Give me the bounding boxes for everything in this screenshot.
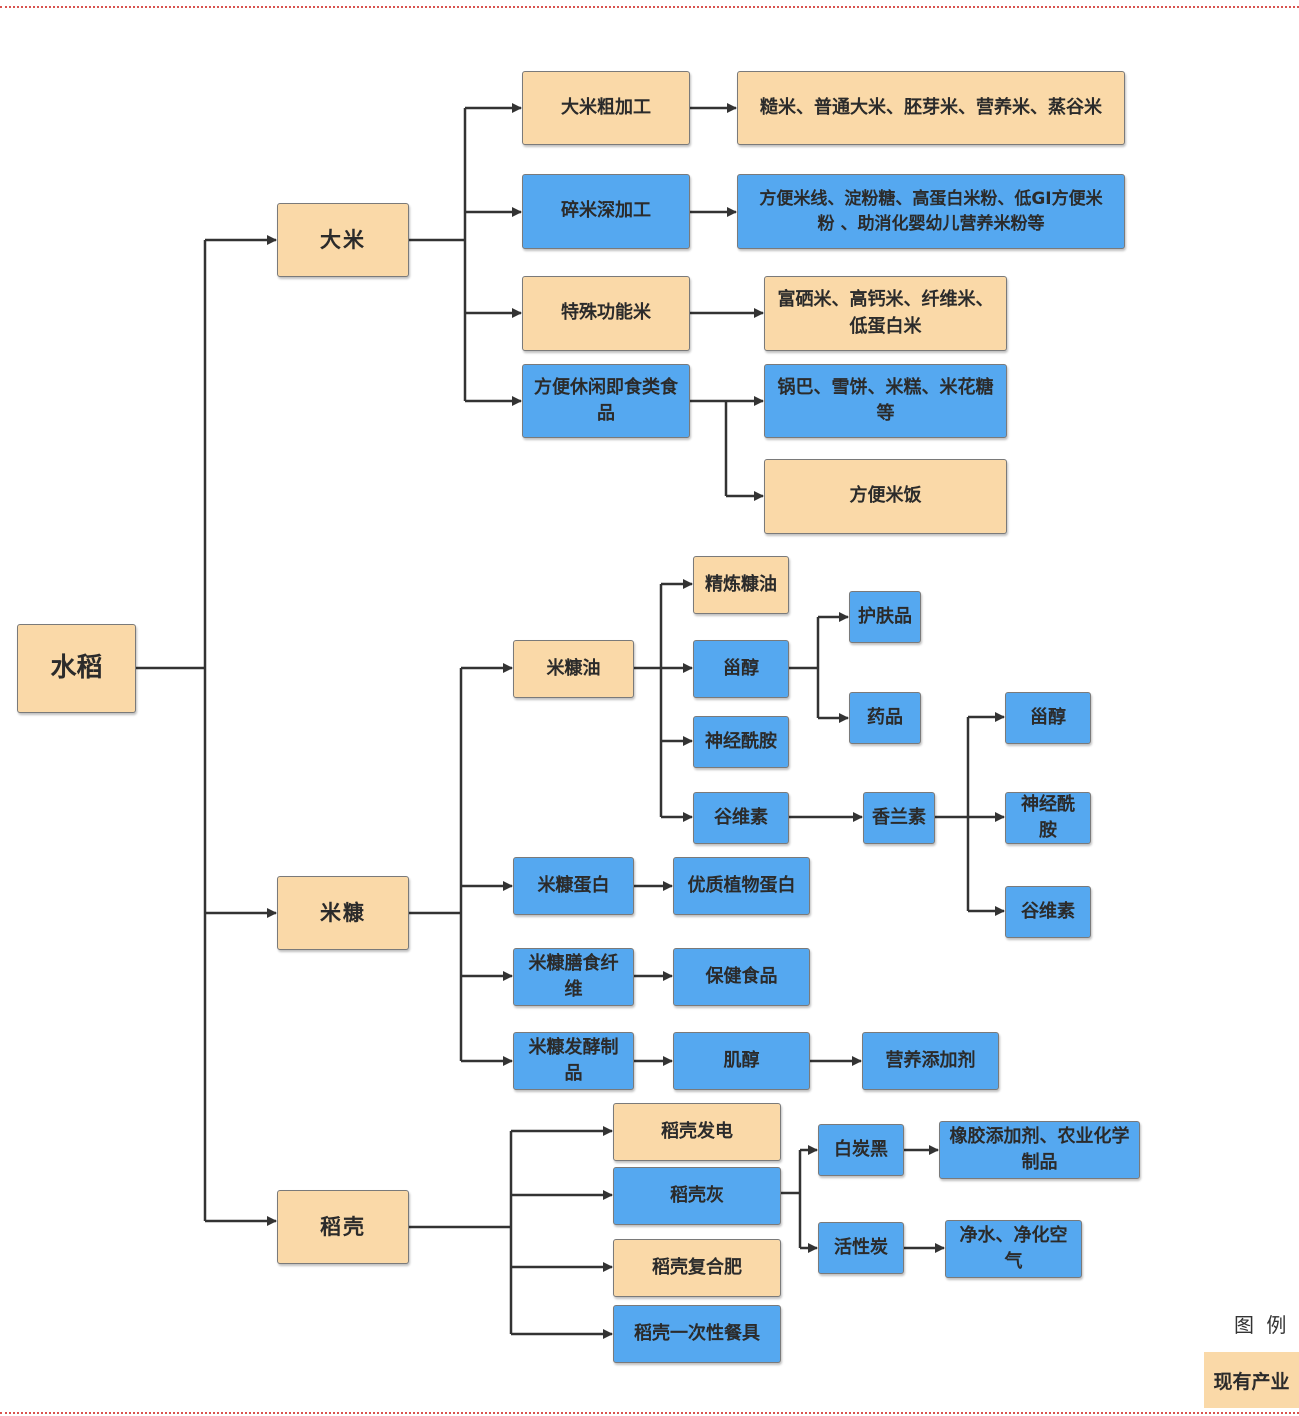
node-suimi-products: 方便米线、淀粉糖、高蛋白米粉、低GI方便米粉 、助消化婴幼儿营养米粉等 — [737, 174, 1125, 249]
node-shenjing-xian-an-2: 神经酰胺 — [1005, 792, 1091, 844]
node-huoxingtan: 活性炭 — [818, 1222, 904, 1274]
node-mikangyou: 米糠油 — [513, 640, 634, 698]
node-daoke: 稻壳 — [277, 1190, 409, 1264]
node-fangbian-xiuxian: 方便休闲即食类食品 — [522, 364, 690, 438]
node-daoke-hui: 稻壳灰 — [613, 1167, 781, 1225]
node-daoke-fadian: 稻壳发电 — [613, 1103, 781, 1161]
node-teshu-gongnengmi: 特殊功能米 — [522, 276, 690, 351]
node-zaichun-2: 甾醇 — [1005, 692, 1091, 744]
node-zaichun-1: 甾醇 — [693, 640, 789, 698]
node-mikang: 米糠 — [277, 876, 409, 950]
node-fangbian-mifan: 方便米饭 — [764, 459, 1007, 534]
node-daoke-canju: 稻壳一次性餐具 — [613, 1305, 781, 1363]
node-youzhi-zhiwu-danbai: 优质植物蛋白 — [673, 857, 810, 915]
node-guweisu-1: 谷维素 — [693, 792, 789, 844]
node-suimi-shenjiagong: 碎米深加工 — [522, 174, 690, 249]
node-xianglansu: 香兰素 — [863, 792, 935, 844]
node-teshu-products: 富硒米、高钙米、纤维米、低蛋白米 — [764, 276, 1007, 351]
top-dotted-border — [0, 6, 1299, 8]
node-mikang-fajiao: 米糠发酵制品 — [513, 1032, 634, 1090]
legend-title: 图 例 — [1234, 1313, 1290, 1337]
node-dami: 大米 — [277, 203, 409, 277]
node-dami-cujiagong-products: 糙米、普通大米、胚芽米、营养米、蒸谷米 — [737, 71, 1125, 145]
node-shuidao: 水稻 — [17, 624, 136, 713]
node-jichun: 肌醇 — [673, 1032, 810, 1090]
node-hufupin: 护肤品 — [849, 591, 921, 643]
node-guweisu-2: 谷维素 — [1005, 886, 1091, 938]
node-jingshui: 净水、净化空气 — [945, 1220, 1082, 1278]
node-baitanhei: 白炭黑 — [818, 1124, 904, 1176]
node-shenjing-xian-an-1: 神经酰胺 — [693, 716, 789, 768]
bottom-dotted-border — [0, 1412, 1299, 1414]
node-mikang-shanshi-xianwei: 米糠膳食纤维 — [513, 948, 634, 1006]
node-daoke-fuhefei: 稻壳复合肥 — [613, 1239, 781, 1297]
node-mikang-danbai: 米糠蛋白 — [513, 857, 634, 915]
node-guoba-products: 锅巴、雪饼、米糕、米花糖等 — [764, 364, 1007, 438]
node-yingyang-tianjiaji: 营养添加剂 — [862, 1032, 999, 1090]
node-xiangjiao-tianjiaji: 橡胶添加剂、农业化学制品 — [939, 1121, 1140, 1179]
legend-existing-industry: 现有产业 — [1204, 1352, 1299, 1408]
node-dami-cujiagong: 大米粗加工 — [522, 71, 690, 145]
node-baojian-shipin: 保健食品 — [673, 948, 810, 1006]
node-yaopin: 药品 — [849, 692, 921, 744]
node-jinglian-kangyou: 精炼糠油 — [693, 556, 789, 614]
